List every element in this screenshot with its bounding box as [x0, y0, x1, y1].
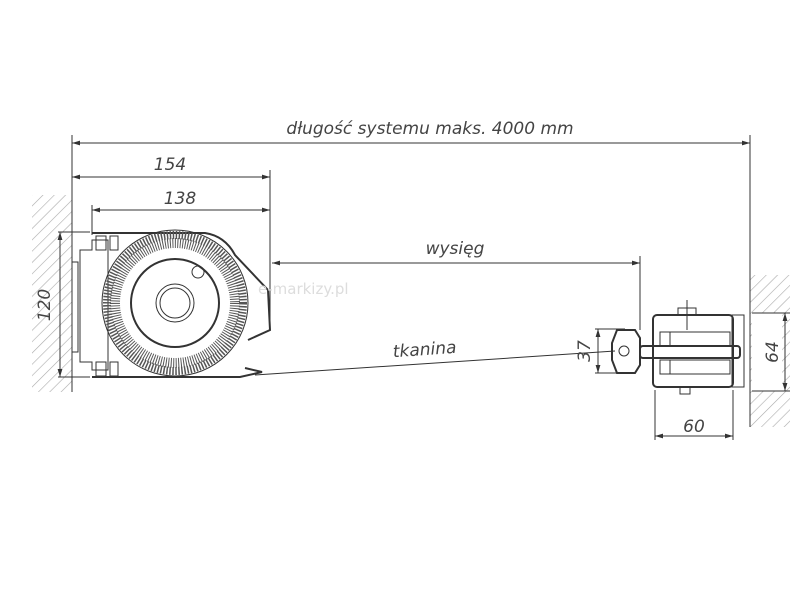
dimension-138: 138 [91, 189, 270, 235]
dim-138-label: 138 [164, 189, 197, 209]
dimension-64: 64 [752, 312, 790, 392]
dim-60-label: 60 [683, 417, 705, 437]
extension-dimension: wysięg [272, 239, 641, 330]
dimension-154: 154 [72, 155, 271, 330]
front-bar-profile: 37 [575, 328, 641, 374]
dim-120-label: 120 [35, 289, 55, 321]
fabric-line: tkanina [254, 338, 616, 376]
dim-64-label: 64 [763, 341, 783, 363]
system-length-label: długość systemu maks. 4000 mm [286, 119, 573, 139]
extension-label: wysięg [426, 239, 485, 259]
dim-154-label: 154 [154, 155, 186, 175]
dim-37-label: 37 [575, 340, 595, 362]
wall-bracket [639, 300, 745, 395]
dimension-60: 60 [654, 390, 734, 440]
dimension-120: 120 [35, 231, 90, 378]
system-length-dimension: długość systemu maks. 4000 mm [71, 119, 751, 275]
watermark: e-markizy.pl [258, 280, 349, 298]
cassette-housing [71, 229, 272, 378]
fabric-label: tkanina [392, 338, 457, 362]
left-wall-hatch [32, 195, 72, 392]
